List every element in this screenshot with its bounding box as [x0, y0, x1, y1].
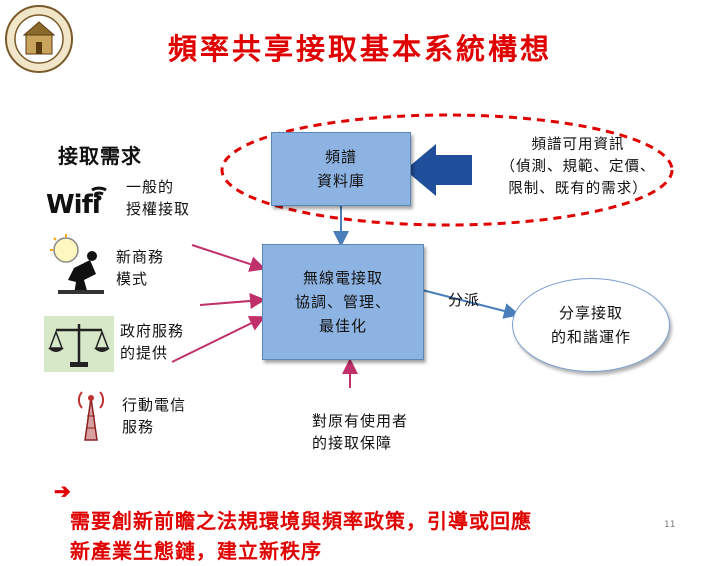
- dispatch-label: 分派: [448, 289, 480, 311]
- cell-tower-icon: [76, 386, 106, 442]
- demand-item-mobile: 行動電信 服務: [122, 394, 186, 438]
- shared-access-ellipse: 分享接取 的和諧運作: [512, 278, 670, 372]
- wifi-icon: Wifi: [46, 180, 112, 220]
- database-label: 頻譜 資料庫: [317, 145, 365, 193]
- demand-heading: 接取需求: [58, 140, 142, 169]
- radio-access-box: 無線電接取 協調、管理、 最佳化: [262, 244, 424, 360]
- info-to-db-arrow: [405, 144, 472, 196]
- demand-item-new-business: 新商務 模式: [116, 246, 164, 290]
- arrow-government: [200, 300, 262, 305]
- core-label: 無線電接取 協調、管理、 最佳化: [295, 266, 391, 338]
- conclusion-text: ➔需要創新前瞻之法規環境與頻率政策，引導或回應 新產業生態鏈，建立新秩序: [70, 476, 532, 566]
- arrow-right-icon: ➔: [54, 476, 72, 506]
- arrow-new-business: [192, 245, 262, 268]
- worker-lightbulb-icon: [44, 234, 106, 298]
- spectrum-info-text: 頻譜可用資訊 （偵測、規範、定價、 限制、既有的需求）: [478, 134, 678, 200]
- scales-of-justice-icon: [44, 316, 114, 372]
- conclusion-body: 需要創新前瞻之法規環境與頻率政策，引導或回應 新產業生態鏈，建立新秩序: [70, 509, 532, 563]
- protection-text: 對原有使用者 的接取保障: [312, 410, 408, 454]
- demand-item-government: 政府服務 的提供: [120, 320, 184, 364]
- outcome-label: 分享接取 的和諧運作: [551, 301, 631, 349]
- demand-item-licensed-access: 一般的 授權接取: [126, 176, 190, 220]
- arrow-mobile: [172, 318, 262, 362]
- spectrum-database-box: 頻譜 資料庫: [271, 132, 411, 206]
- wifi-text: Wifi: [46, 190, 100, 220]
- page-number: 11: [664, 520, 675, 530]
